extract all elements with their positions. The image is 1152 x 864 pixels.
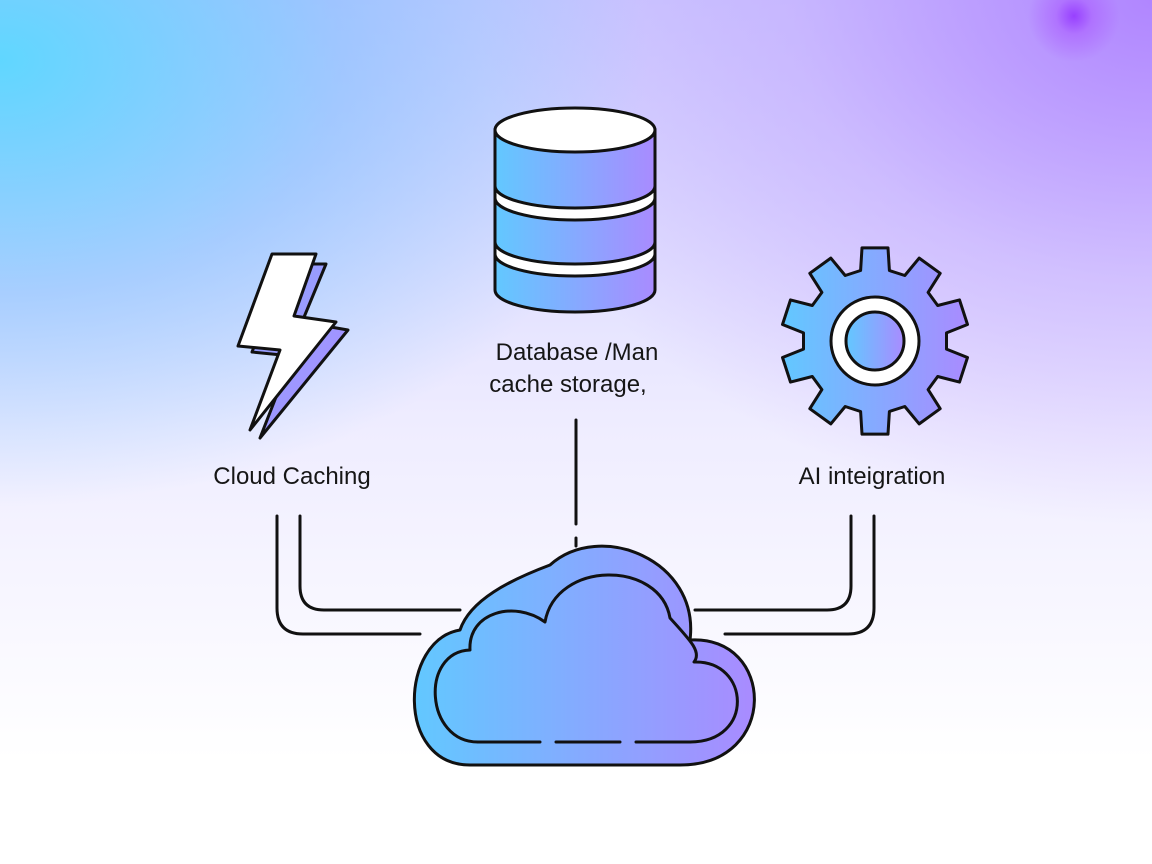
- connector-right-inner: [693, 514, 853, 612]
- cloud-caching-label: Cloud Caching: [213, 463, 370, 490]
- ai-integration-label: AI inteigration: [799, 463, 946, 490]
- database-label-line2: cache storage,: [489, 371, 646, 398]
- gear-icon: [781, 246, 969, 436]
- connector-lines: [275, 418, 876, 636]
- database-icon: [493, 106, 657, 314]
- lightning-bolt-icon: [236, 252, 350, 440]
- connector-right-outer: [723, 514, 876, 636]
- cloud-icon: [412, 544, 756, 767]
- connector-left-inner: [298, 514, 462, 612]
- database-label-line1: Database /Man: [496, 339, 659, 366]
- connector-left-outer: [275, 514, 422, 636]
